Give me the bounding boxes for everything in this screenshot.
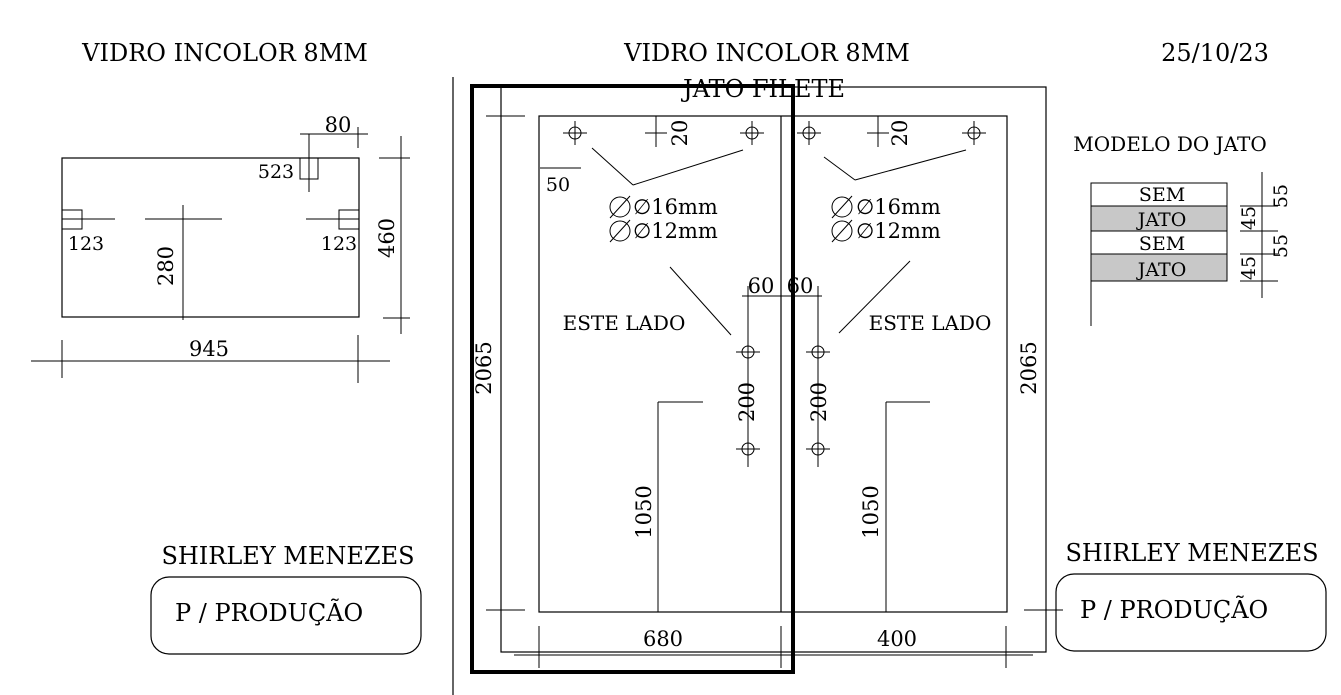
stripe-dim-55-1: 55 <box>1270 184 1292 208</box>
hole-top-1 <box>563 121 587 145</box>
center-panel: VIDRO INCOLOR 8MM JATO FILETE 2065 2065 … <box>470 39 1063 674</box>
dim-height-left: 2065 <box>472 341 496 394</box>
right-status-label: P / PRODUÇÃO <box>1080 595 1268 624</box>
center-panel-title: VIDRO INCOLOR 8MM <box>623 39 910 67</box>
hole-spec-right-12: ∅12mm <box>856 219 941 243</box>
stripe-jato-2 <box>1090 253 1228 282</box>
dim-spacing-200-left: 200 <box>735 382 759 422</box>
dim-bottom-945: 945 <box>189 337 229 361</box>
dim-width-680: 680 <box>643 627 683 651</box>
left-panel-title: VIDRO INCOLOR 8MM <box>81 39 368 67</box>
dim-center-280: 280 <box>154 246 178 286</box>
dim-spacing-200-right: 200 <box>807 382 831 422</box>
dim-top-80: 80 <box>325 113 352 137</box>
hole-spec-left-12: ∅12mm <box>633 219 718 243</box>
dim-notch-left-123: 123 <box>68 233 104 255</box>
stripe-label-sem-2: SEM <box>1139 233 1185 255</box>
hole-spec-right-16: ∅16mm <box>856 195 941 219</box>
hole-top-3 <box>797 121 821 145</box>
stripe-dim-55-2: 55 <box>1270 234 1292 258</box>
inner-glass-outline <box>538 115 1008 613</box>
hole-spec-right: ∅16mm ∅12mm <box>831 195 941 243</box>
hole-top-2 <box>740 121 764 145</box>
left-panel: VIDRO INCOLOR 8MM 80 523 123 123 280 460… <box>31 39 422 655</box>
dim-side-460: 460 <box>375 218 399 258</box>
hole-spec-left-16: ∅16mm <box>633 195 718 219</box>
dim-height-1050-left: 1050 <box>632 485 656 538</box>
stripe-label-jato-2: JATO <box>1136 259 1187 281</box>
hole-spec-left: ∅16mm ∅12mm <box>609 195 718 243</box>
dim-notch-right-123: 123 <box>321 233 357 255</box>
stripe-jato-1 <box>1090 205 1228 232</box>
stripe-dim-45-1: 45 <box>1238 206 1260 230</box>
model-title: MODELO DO JATO <box>1073 132 1266 156</box>
dim-top-20-left: 20 <box>668 120 692 147</box>
right-client-name: SHIRLEY MENEZES <box>1065 539 1318 567</box>
right-status-box <box>1055 573 1327 652</box>
dim-height-right: 2065 <box>1017 341 1041 394</box>
left-client-name: SHIRLEY MENEZES <box>161 542 414 570</box>
highlight-frame <box>470 84 795 674</box>
right-panel: 25/10/23 MODELO DO JATO SEM JATO SEM JAT… <box>1055 39 1327 652</box>
dim-width-400: 400 <box>877 627 917 651</box>
stripe-dim-45-2: 45 <box>1238 256 1260 280</box>
side-label-right: ESTE LADO <box>869 311 992 335</box>
outer-frame <box>500 86 1047 653</box>
date-label: 25/10/23 <box>1161 39 1269 67</box>
left-glass-outline <box>61 157 360 318</box>
dim-top-20-right: 20 <box>888 120 912 147</box>
left-status-box <box>150 576 422 655</box>
stripe-label-jato-1: JATO <box>1136 209 1187 231</box>
dim-height-1050-right: 1050 <box>859 485 883 538</box>
dim-mid-60-right: 60 <box>787 274 814 298</box>
stripe-label-sem-1: SEM <box>1139 184 1185 206</box>
center-panel-subtitle: JATO FILETE <box>680 75 845 103</box>
dim-notch-523: 523 <box>258 161 294 183</box>
dim-offset-50: 50 <box>546 174 570 196</box>
left-status-label: P / PRODUÇÃO <box>175 598 363 627</box>
side-label-left: ESTE LADO <box>563 311 686 335</box>
dim-mid-60-left: 60 <box>748 274 775 298</box>
hole-top-4 <box>962 121 986 145</box>
